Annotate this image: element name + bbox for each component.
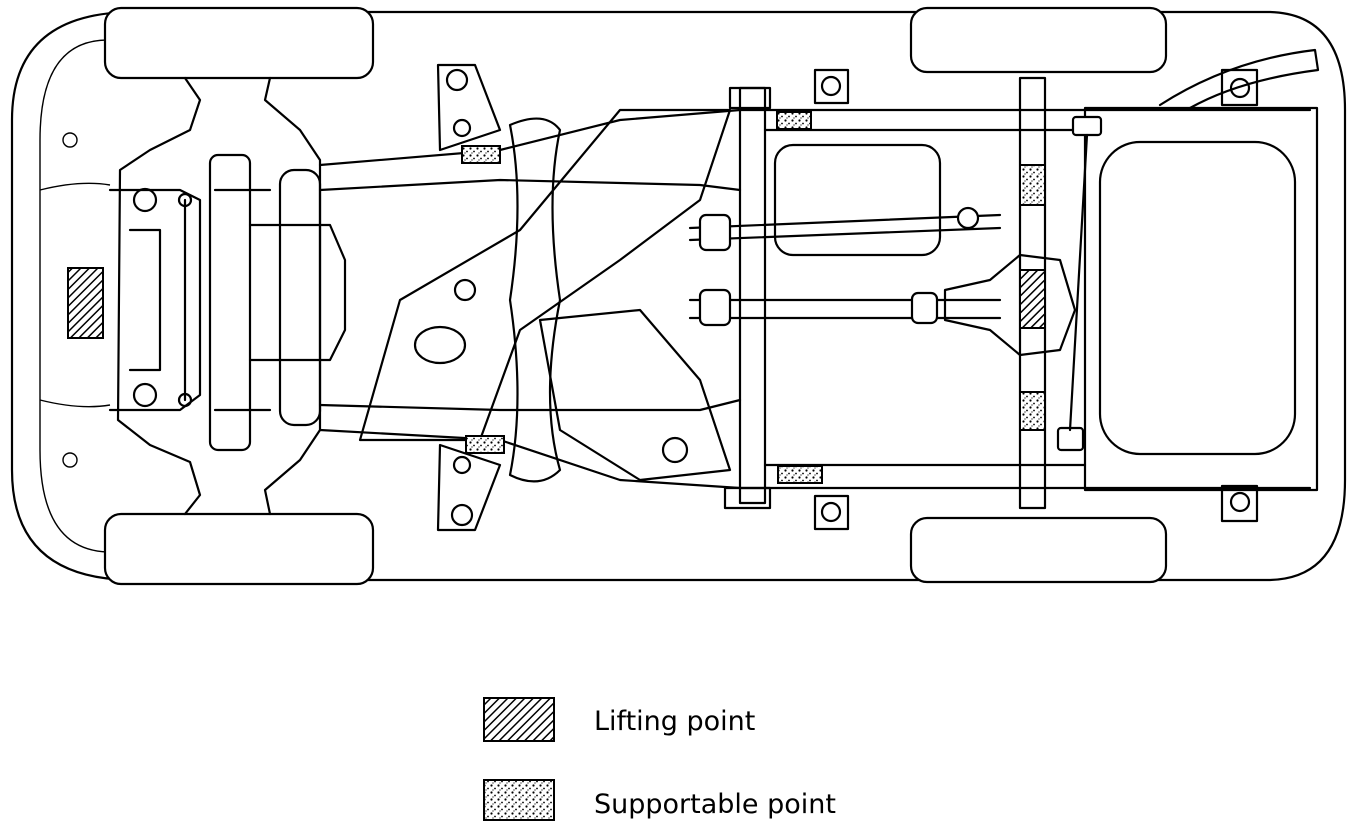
rear-differential: [943, 253, 1077, 357]
front-right-wheel: [103, 512, 375, 586]
front-axle-housing: [62, 76, 347, 516]
supportable-point: [465, 435, 505, 454]
legend-dotted-swatch: [483, 779, 555, 821]
legend-hatched-swatch: [483, 697, 555, 742]
front-left-wheel: [103, 6, 375, 80]
legend-item-lifting: Lifting point: [483, 697, 755, 742]
front-mount-brackets: [436, 63, 502, 532]
body-outline: [10, 10, 1347, 582]
supportable-point: [776, 111, 812, 130]
rear-left-wheel: [909, 6, 1168, 74]
supportable-points: [461, 111, 1046, 484]
rear-lifting-point: [1019, 269, 1046, 329]
legend: Lifting point Supportable point: [483, 697, 836, 821]
supportable-point: [1019, 164, 1046, 206]
rear-right-wheel: [909, 516, 1168, 584]
supportable-point: [1019, 391, 1046, 431]
supportable-point: [461, 145, 501, 164]
front-lifting-point: [67, 267, 104, 339]
legend-item-supportable: Supportable point: [483, 779, 836, 821]
rear-mount-bosses: [723, 48, 1320, 531]
drive-shafts: [688, 206, 1002, 327]
legend-label-supportable: Supportable point: [594, 789, 836, 820]
legend-label-lifting: Lifting point: [594, 706, 755, 737]
transmission-crossmember: [358, 108, 732, 483]
supportable-point: [777, 465, 823, 484]
tank: [773, 143, 942, 257]
